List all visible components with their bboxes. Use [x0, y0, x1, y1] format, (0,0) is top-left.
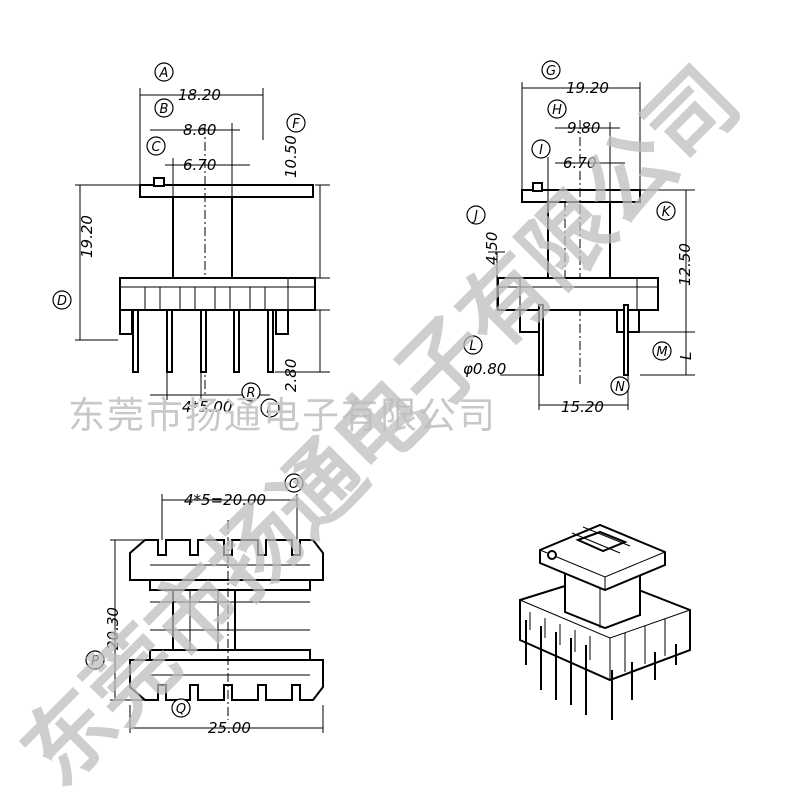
dim-m: L — [677, 352, 695, 360]
callout-c: C — [151, 140, 161, 155]
side-view: 19.20 9.80 6.70 4.50 12.50 φ0.80 L 15.20… — [463, 60, 695, 416]
dim-n: 15.20 — [561, 398, 604, 416]
callout-i: I — [539, 143, 543, 158]
dim-f: 10.50 — [282, 135, 300, 178]
callout-j: J — [471, 209, 478, 224]
callout-o: O — [289, 477, 299, 492]
dim-c: 6.70 — [183, 156, 216, 174]
callout-m: M — [656, 345, 667, 360]
callout-f: F — [292, 117, 300, 132]
dim-q: 25.00 — [208, 719, 251, 737]
dim-d: 19.20 — [78, 215, 96, 258]
callout-h: H — [552, 103, 562, 118]
callout-b: B — [160, 102, 169, 117]
callout-r: R — [246, 386, 255, 401]
dim-p: 20.30 — [104, 607, 122, 650]
callout-d: D — [57, 294, 67, 309]
callout-p: P — [91, 654, 99, 669]
dim-pin-dia: φ0.80 — [463, 360, 506, 378]
callout-a: A — [159, 66, 169, 81]
front-view: 18.20 8.60 6.70 19.20 10.50 4*5.00 2.80 … — [52, 62, 330, 418]
dim-b: 8.60 — [183, 121, 216, 139]
isometric-view — [519, 523, 691, 720]
dim-g: 19.20 — [566, 79, 609, 97]
dim-i: 6.70 — [563, 154, 596, 172]
callout-n: N — [615, 380, 625, 395]
dim-k: 12.50 — [676, 243, 694, 286]
callout-q: Q — [176, 702, 186, 717]
dim-r-pitch: 4*5.00 — [182, 398, 232, 416]
dim-o: 4*5=20.00 — [184, 491, 266, 509]
dim-a: 18.20 — [178, 86, 221, 104]
callout-l2: L — [469, 339, 476, 354]
callout-g: G — [546, 64, 556, 79]
callout-k: K — [662, 205, 672, 220]
dim-l-len: 2.80 — [282, 359, 300, 392]
top-view: 4*5=20.00 20.30 25.00 O P Q — [85, 473, 324, 737]
callout-l1: L — [266, 402, 273, 417]
watermark-text-line: 东莞市扬通电子有限公司 — [68, 394, 497, 437]
dim-h: 9.80 — [567, 119, 600, 137]
dim-j: 4.50 — [483, 232, 501, 265]
